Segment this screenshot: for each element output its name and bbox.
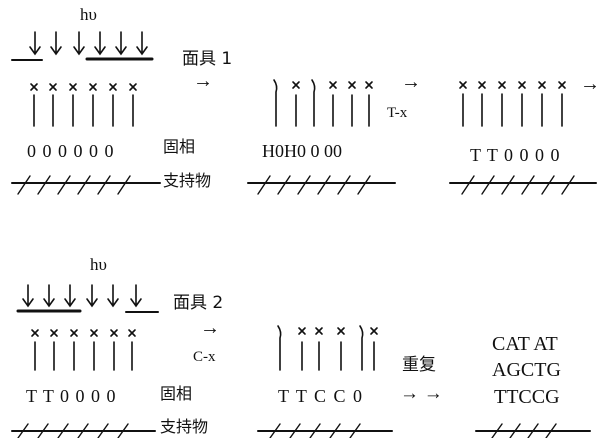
step-arrow-top: → <box>193 70 213 92</box>
row-after-bottom: T T C C 0 <box>278 386 363 406</box>
light-label-bottom: hυ <box>90 255 107 274</box>
row-before-bottom: T T 0 0 0 0 <box>26 386 116 406</box>
reagent-arrow-top: → <box>401 71 421 93</box>
reagent-label-bottom: C-x <box>193 349 216 365</box>
step-arrow-bottom: → <box>200 317 220 339</box>
repeat-arrows: → → <box>400 383 443 404</box>
support-hatch-top <box>17 175 575 195</box>
row-before-top: 0 0 0 0 0 0 <box>27 141 114 161</box>
reagent-label-top: T-x <box>387 105 408 121</box>
light-arrows-bottom <box>22 284 142 308</box>
light-label-top: hυ <box>80 5 97 24</box>
row-deprotected-top: H0H0 0 00 <box>262 141 342 161</box>
continue-arrow-top: → <box>580 73 600 95</box>
support-hatch-bottom <box>17 423 557 438</box>
linker-strands-panel2-top <box>273 79 373 127</box>
mask-2-label: 面具 2 <box>173 293 224 313</box>
light-arrows-top <box>29 31 148 56</box>
support-label-bottom: 支持物 <box>160 417 209 436</box>
linker-strands-panel3-top <box>459 81 566 127</box>
solid-phase-label-top: 固相 <box>163 137 196 156</box>
row-after-top: T T 0 0 0 0 <box>470 145 560 165</box>
final-sequence-2: AGCTG <box>492 359 561 381</box>
mask-1-label: 面具 1 <box>182 49 233 69</box>
support-label-top: 支持物 <box>163 171 212 190</box>
solid-phase-label-bottom: 固相 <box>160 384 193 403</box>
final-sequence-1: CAT AT <box>492 333 558 355</box>
linker-strands-panel1-bottom <box>31 329 136 371</box>
linker-strands-panel1-top <box>30 83 137 127</box>
linker-strands-panel2-bottom <box>277 325 378 371</box>
repeat-label: 重复 <box>402 355 436 375</box>
final-sequence-3: TTCCG <box>494 386 560 408</box>
